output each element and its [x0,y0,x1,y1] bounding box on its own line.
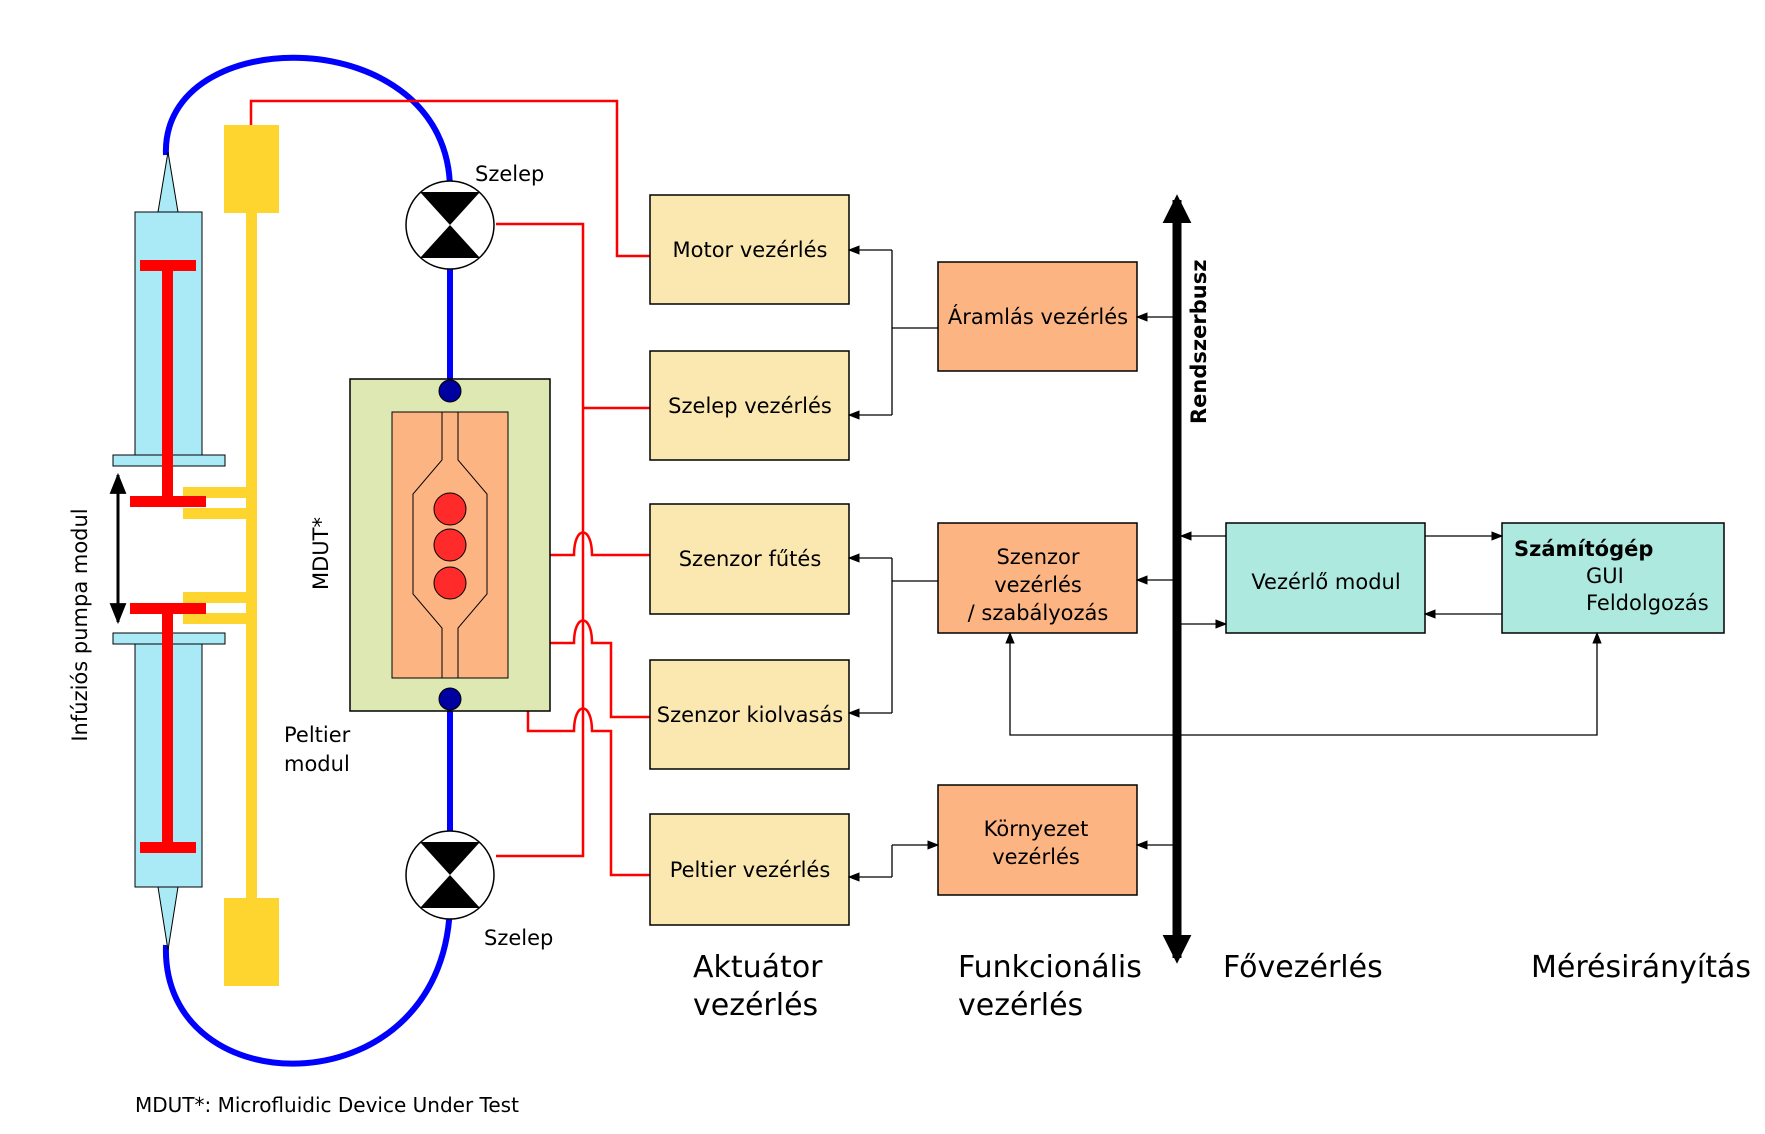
pump-label: Infúziós pumpa modul [68,508,92,741]
peltier-label-line1: Peltier [284,723,351,747]
valve-bottom-label: Szelep [484,926,553,950]
pump-rail [183,125,279,986]
svg-text:Vezérlő modul: Vezérlő modul [1251,570,1400,594]
actuator-sensor-heat-box: Szenzor fűtés [649,503,850,615]
svg-text:Számítógép: Számítógép [1514,537,1653,561]
plungers [130,260,206,853]
col-actuator-line2: vezérlés [693,988,818,1023]
peltier-label-line2: modul [284,752,350,776]
control-connections [847,245,1602,882]
functional-flow-box: Áramlás vezérlés [937,261,1138,372]
svg-text:vezérlés: vezérlés [994,573,1082,597]
functional-environment-box: Környezet vezérlés [937,784,1138,896]
svg-text:GUI: GUI [1586,564,1624,588]
svg-text:Szenzor: Szenzor [996,545,1079,569]
computer-box: Számítógép GUI Feldolgozás [1501,522,1725,634]
wire-valve-top [496,222,585,858]
svg-text:Környezet: Környezet [984,817,1089,841]
mdut-chip [391,379,509,711]
col-main: Fővezérlés [1223,950,1383,985]
bus-label: Rendszerbusz [1187,260,1211,424]
col-measurement: Mérésirányítás [1531,950,1751,985]
svg-text:Szenzor fűtés: Szenzor fűtés [679,547,822,571]
actuator-peltier-box: Peltier vezérlés [649,813,850,926]
actuator-valve-box: Szelep vezérlés [649,350,850,461]
wiring [249,99,650,877]
valve-bottom [405,830,495,920]
svg-text:Feldolgozás: Feldolgozás [1586,591,1709,615]
svg-text:Szelep vezérlés: Szelep vezérlés [668,394,832,418]
actuator-motor-box: Motor vezérlés [649,194,850,305]
actuator-sensor-read-box: Szenzor kiolvasás [649,659,850,770]
wire-sensor-heat [500,531,650,557]
valve-top-label: Szelep [475,162,544,186]
svg-text:Áramlás vezérlés: Áramlás vezérlés [948,304,1128,329]
col-functional-line1: Funkcionális [958,950,1142,985]
col-functional-line2: vezérlés [958,988,1083,1023]
wire-sensor-read [500,619,650,719]
col-actuator-line1: Aktuátor [693,950,823,985]
svg-text:Szenzor kiolvasás: Szenzor kiolvasás [657,703,844,727]
top-tube [162,54,453,191]
svg-text:Peltier vezérlés: Peltier vezérlés [670,858,831,882]
svg-text:Motor vezérlés: Motor vezérlés [673,238,828,262]
bottom-tube [162,899,453,1067]
svg-text:vezérlés: vezérlés [992,845,1080,869]
footnote: MDUT*: Microfluidic Device Under Test [135,1093,519,1117]
svg-text:/ szabályozás: / szabályozás [968,601,1109,625]
controller-module-box: Vezérlő modul [1225,522,1426,634]
mdut-label: MDUT* [309,517,333,590]
functional-sensor-box: Szenzor vezérlés / szabályozás [937,522,1138,634]
valve-top [405,180,495,270]
wire-motor [249,99,650,258]
wire-peltier [526,705,650,877]
tubing [162,54,453,1067]
